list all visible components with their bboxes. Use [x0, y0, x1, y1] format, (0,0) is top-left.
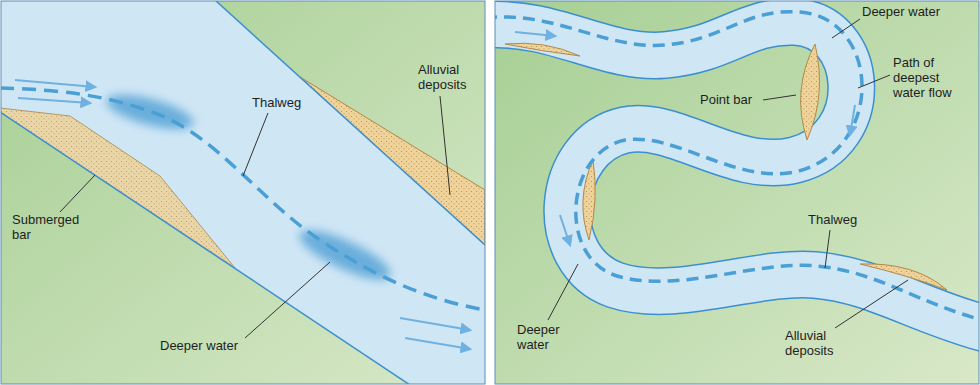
flow-arrow: [405, 338, 470, 349]
deposit-label: Alluvial deposits: [785, 328, 847, 358]
flow-arrow: [560, 215, 570, 245]
deposit-label: Alluvial deposits: [418, 62, 480, 92]
channel-water: [1, 1, 485, 384]
deep-pool: [103, 88, 197, 136]
leader-line: [858, 75, 890, 88]
flow-arrow: [15, 80, 95, 87]
leader-lines: [60, 19, 908, 338]
panel-frame: [495, 1, 979, 384]
deep-water-label: Deeper water: [517, 322, 569, 352]
straight-channel-panel: [1, 1, 485, 384]
bar-label: Submerged bar: [12, 212, 82, 242]
channel-bank: [1, 112, 410, 384]
alluvial-deposit: [860, 264, 947, 290]
flow-arrow: [850, 105, 855, 135]
alluvial-deposit: [583, 160, 595, 240]
flow-arrow: [515, 32, 555, 36]
channel-water: [495, 22, 979, 330]
leader-line: [832, 19, 860, 38]
leader-line: [440, 96, 450, 195]
point-bar-label: Point bar: [700, 92, 752, 107]
thalweg-label: Thalweg: [252, 95, 301, 110]
deep-water-label: Deeper water: [862, 4, 940, 19]
floodplain: [1, 1, 485, 384]
submerged-bar: [1, 108, 235, 268]
alluvial-deposit: [505, 43, 580, 56]
channel-bank: [495, 22, 979, 330]
deep-water-label: Deeper water: [160, 338, 238, 353]
leader-line: [245, 262, 330, 338]
thalweg-line: [495, 12, 979, 322]
flow-arrow: [400, 318, 470, 330]
thalweg-line: [1, 88, 485, 310]
meander-panel: [485, 1, 980, 384]
leader-line: [763, 95, 796, 100]
leader-line: [825, 230, 830, 268]
leader-line: [60, 175, 95, 212]
point-bar: [801, 44, 820, 140]
channel-bank: [215, 1, 485, 245]
leader-line: [548, 264, 578, 320]
thalweg-label: Thalweg: [808, 212, 857, 227]
leader-line: [243, 113, 268, 176]
leader-line: [835, 280, 908, 328]
flow-arrow: [18, 98, 90, 103]
panel-frame: [1, 1, 485, 384]
flow-path-label: Path of deepest water flow: [893, 55, 973, 100]
